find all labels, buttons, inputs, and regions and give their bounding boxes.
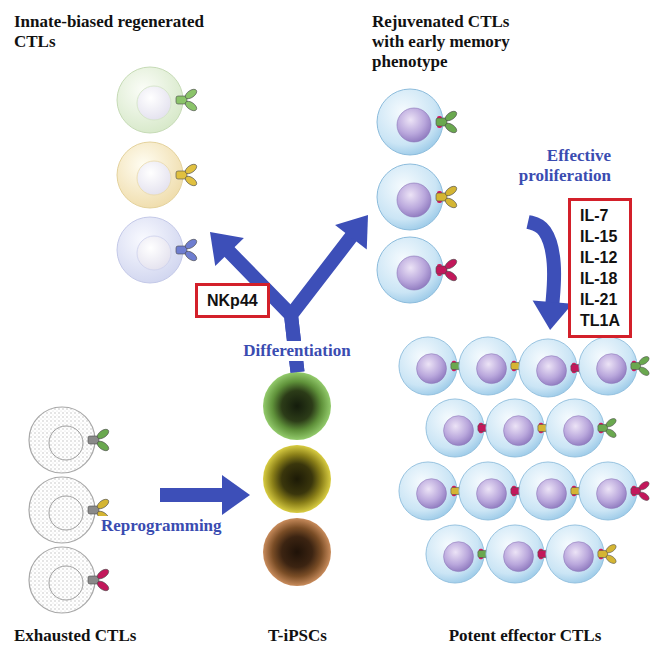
ipsc-colony [263,518,331,586]
innate-cell [117,67,183,133]
effector-cell [426,525,484,583]
effector-cell [546,525,604,583]
rejuvenated-cell [377,89,443,155]
arrow-shaft [528,222,554,305]
effector-cell [519,339,577,397]
group-heading: Potent effector CTLs [394,626,656,646]
box-label: IL-21 [580,289,620,310]
group-heading: T-iPSCs [254,626,341,646]
tcr-receptor [631,355,651,377]
box-label: IL-12 [580,247,620,268]
box-label: NKp44 [207,290,258,311]
exhausted-cell [29,407,95,473]
flow-arrow [528,222,572,330]
effector-cell [486,399,544,457]
arrow-head [335,215,368,249]
receptor-box: NKp44 [195,283,270,318]
exhausted-cell [29,477,95,543]
innate-cell [117,142,183,208]
tcr-receptor [176,237,198,262]
cytokine-box: IL-7IL-15IL-12IL-18IL-21TL1A [568,198,632,338]
effector-cell [459,462,517,520]
cell-group: Innate-biased regenerated CTLs [10,8,210,288]
effector-cell-cluster [399,337,651,583]
exhausted-cell [29,547,95,613]
rejuvenated-cell [377,164,443,230]
cell-group: T-iPSCs [250,372,345,650]
effector-cell [579,337,637,395]
rejuvenated-cell [377,237,443,303]
effector-cell [546,399,604,457]
arrow-head [210,232,244,266]
effector-cell [426,399,484,457]
tcr-receptor [436,109,458,134]
arrow-head [222,475,250,515]
effector-cell [579,462,637,520]
tcr-receptor [176,87,198,112]
effector-cell [399,462,457,520]
group-heading: Rejuvenated CTLs with early memory pheno… [372,12,524,72]
box-label: IL-15 [580,226,620,247]
effector-cell [486,525,544,583]
effector-cell [399,337,457,395]
tcr-receptor [88,427,110,452]
tcr-receptor [598,543,618,565]
edge-label: Reprogramming [98,516,225,536]
effector-cell [519,462,577,520]
edge-label: Differentiation [240,341,353,361]
tcr-receptor [88,567,110,592]
effector-cell [459,337,517,395]
edge-label: Effective proliferation [468,146,614,186]
group-heading: Innate-biased regenerated CTLs [14,12,206,52]
arrow-head [533,300,573,330]
ipsc-colony [263,445,331,513]
tcr-receptor [436,184,458,209]
tcr-receptor [631,480,651,502]
box-label: IL-7 [580,205,620,226]
innate-cell [117,217,183,283]
tcr-receptor [598,417,618,439]
cell-group: Potent effector CTLs [390,330,660,650]
arrow-shaft [160,488,225,502]
flow-arrow [160,475,250,515]
ipsc-colony [263,372,331,440]
tcr-receptor [436,257,458,282]
group-heading: Exhausted CTLs [14,626,156,646]
box-label: IL-18 [580,268,620,289]
box-label: TL1A [580,310,620,331]
tcr-receptor [176,162,198,187]
